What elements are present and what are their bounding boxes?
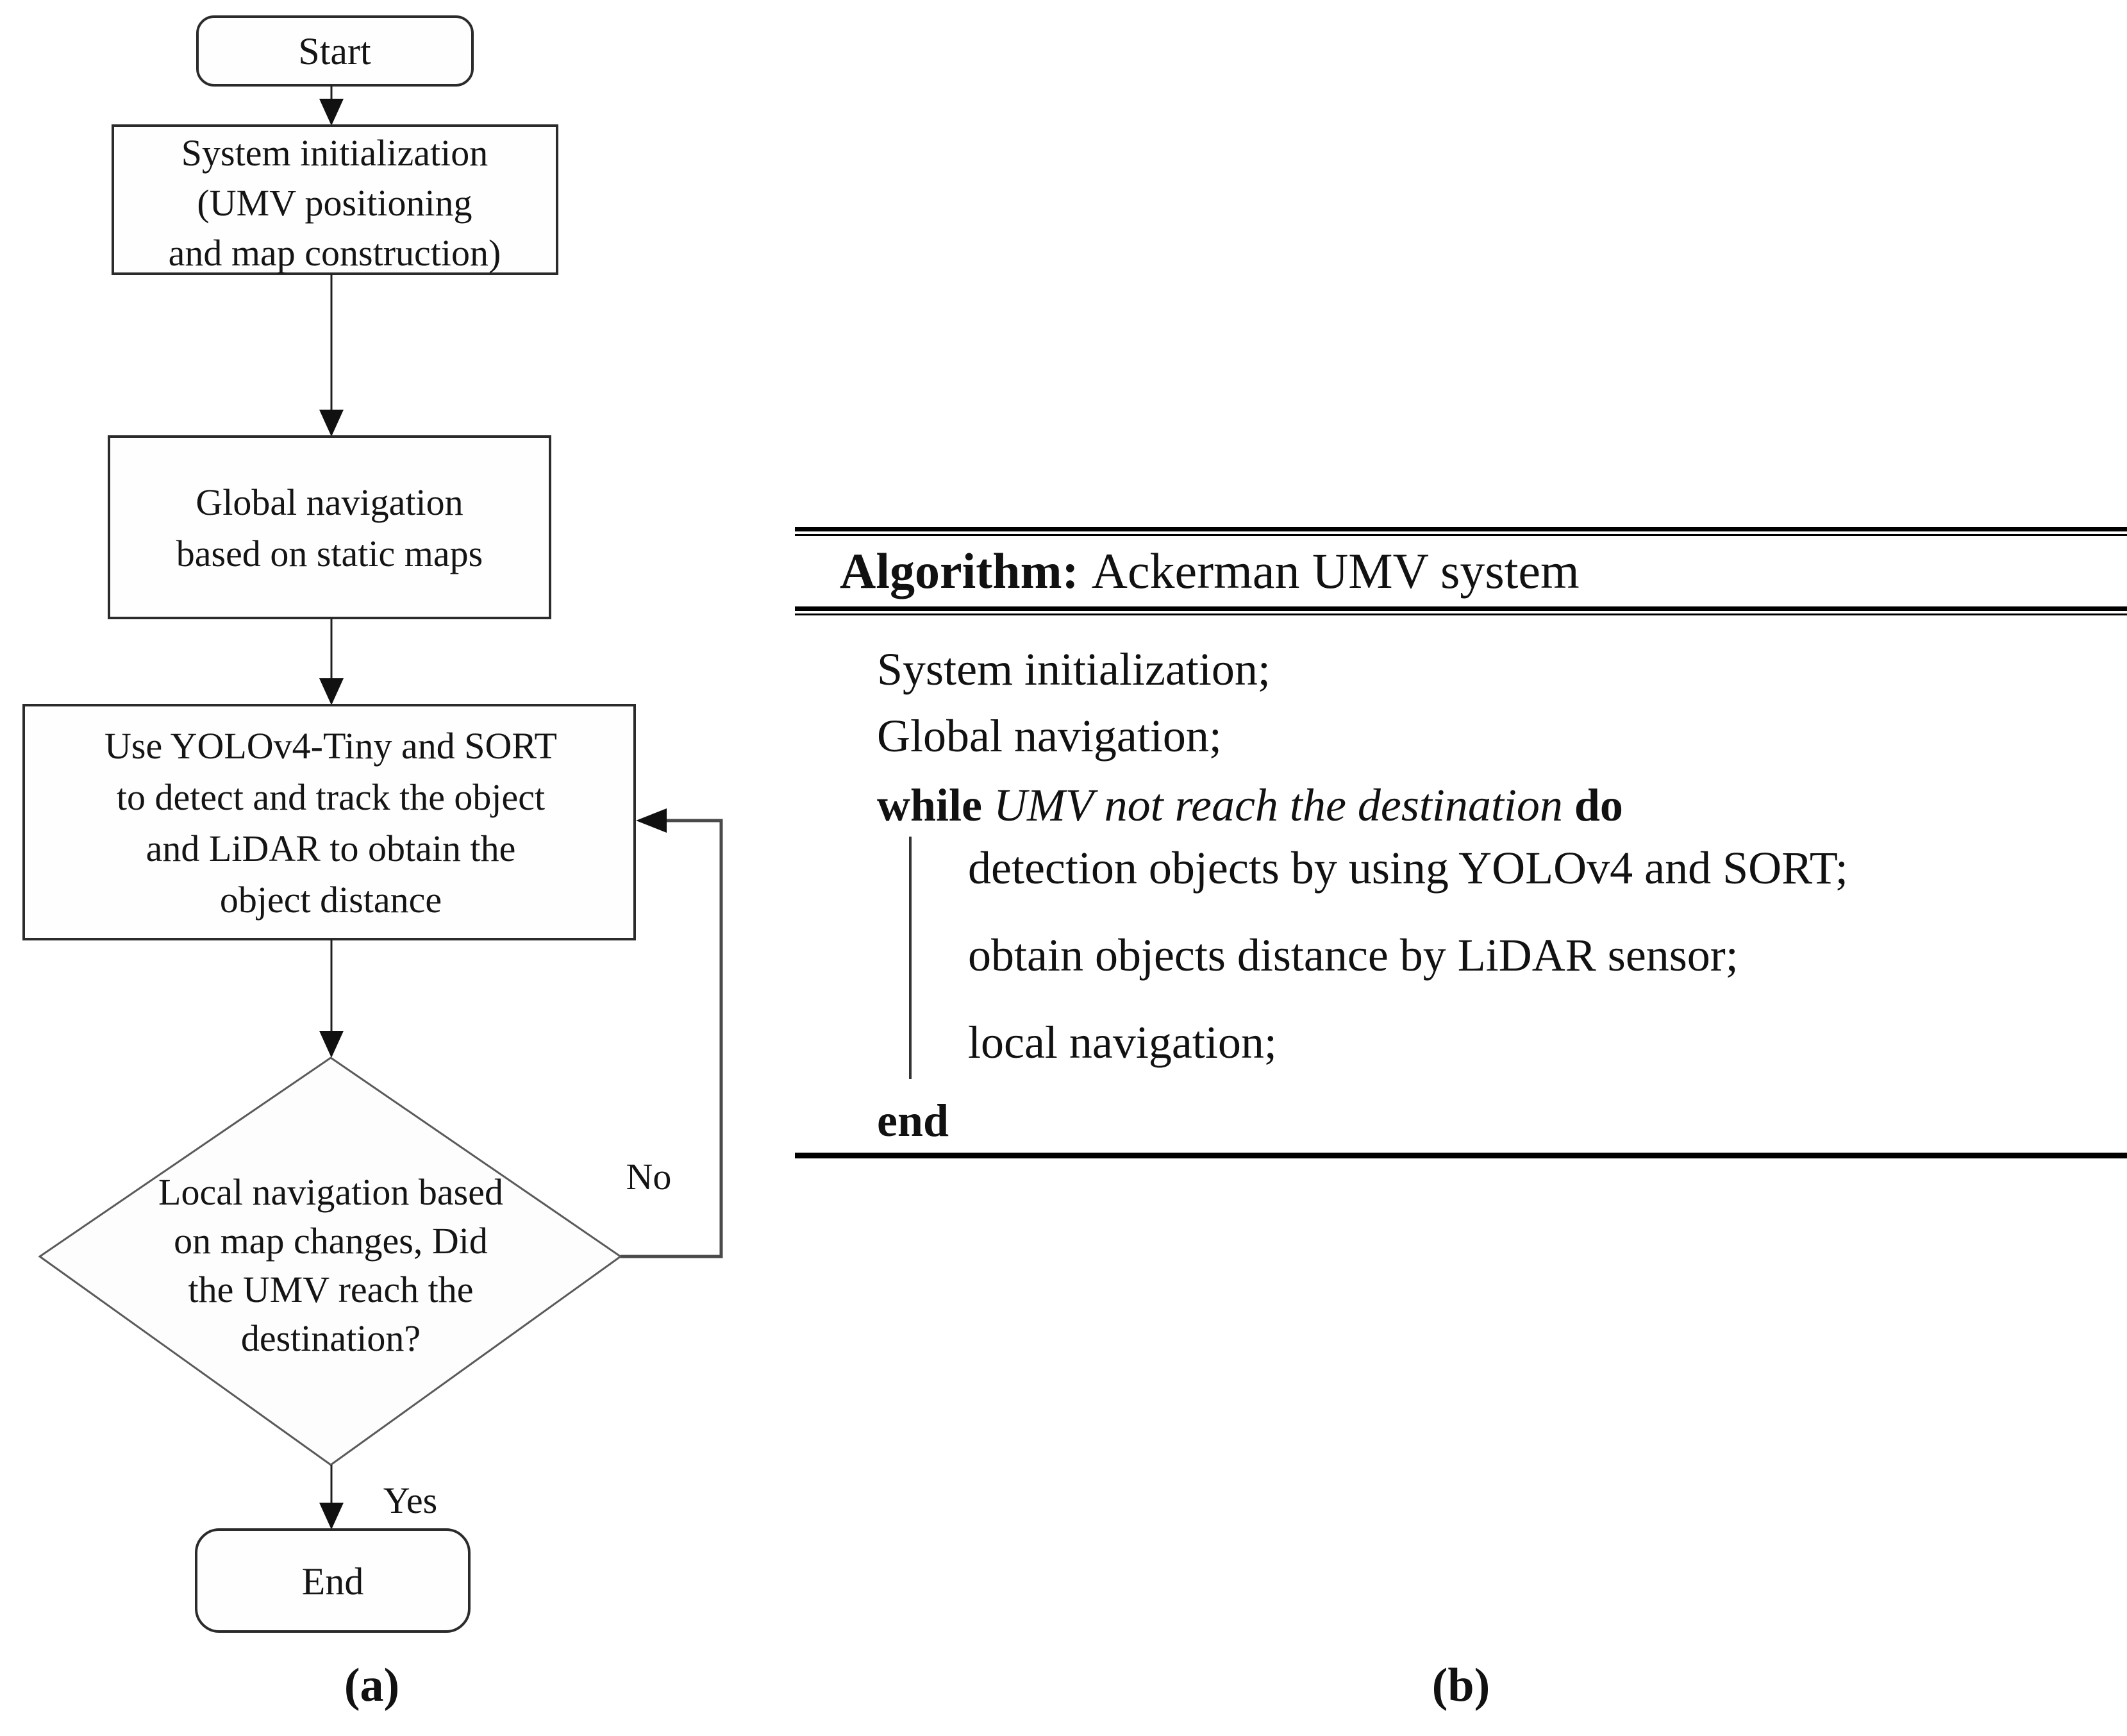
detect-track-line: to detect and track the object [117, 776, 545, 818]
detect-track-line: object distance [220, 879, 442, 921]
system-init-line: (UMV positioning [197, 182, 472, 224]
arrowhead-down-icon [319, 1031, 344, 1058]
statement-detection: detection objects by using YOLOv4 and SO… [968, 842, 1848, 894]
algorithm-header: Algorithm:Ackerman UMV system [840, 546, 1580, 596]
statement-end: end [877, 1095, 949, 1146]
global-nav-node [108, 435, 551, 619]
rule-bar [795, 606, 2127, 611]
arrowhead-down-icon [319, 410, 344, 437]
while-keyword: while [877, 780, 983, 831]
start-label: Start [298, 30, 371, 72]
do-keyword: do [1574, 780, 1623, 831]
algorithm-panel: Algorithm:Ackerman UMV system System ini… [795, 0, 2127, 1736]
algorithm-mid-rule [795, 606, 2127, 615]
statement-local-nav: local navigation; [968, 1017, 1277, 1068]
detect-track-node [22, 704, 636, 940]
statement-obtain-distance: obtain objects distance by LiDAR sensor; [968, 930, 1739, 981]
decision-line: Local navigation based [158, 1171, 503, 1213]
system-init-line: System initialization [181, 132, 488, 174]
while-condition: UMV not reach the destination [994, 780, 1563, 831]
rule-bar [795, 534, 2127, 536]
end-node [195, 1528, 471, 1633]
statement-system-init: System initialization; [877, 644, 1271, 695]
system-init-line: and map construction) [169, 232, 501, 274]
start-node [196, 15, 474, 87]
decision-line: on map changes, Did [174, 1220, 488, 1262]
end-label: End [302, 1560, 364, 1603]
global-nav-line: Global navigation [196, 481, 463, 523]
no-loop-connector [621, 819, 723, 1258]
algorithm-title: Ackerman UMV system [1091, 543, 1580, 599]
decision-line: destination? [241, 1317, 421, 1359]
algorithm-keyword: Algorithm: [840, 543, 1079, 599]
rule-bar [795, 1153, 2127, 1158]
arrowhead-down-icon [319, 678, 344, 705]
flowchart: Start System initialization (UMV positio… [22, 15, 723, 1633]
statement-global-nav: Global navigation; [877, 710, 1222, 762]
caption-b: (b) [1431, 1659, 1490, 1712]
global-nav-line: based on static maps [176, 533, 483, 574]
arrowhead-down-icon [319, 99, 344, 126]
caption-a: (a) [344, 1659, 400, 1712]
arrowhead-left-icon [636, 808, 667, 833]
rule-bar [795, 613, 2127, 615]
detect-track-line: and LiDAR to obtain the [146, 828, 516, 869]
algorithm-top-rule [795, 527, 2127, 536]
rule-bar [795, 527, 2127, 531]
while-block-rule [909, 837, 912, 1079]
detect-track-line: Use YOLOv4-Tiny and SORT [104, 725, 557, 767]
algorithm-bottom-rule [795, 1153, 2127, 1158]
system-init-node [112, 124, 558, 275]
yes-label: Yes [383, 1480, 437, 1521]
decision-line: the UMV reach the [188, 1269, 473, 1310]
arrowhead-down-icon [319, 1503, 344, 1530]
no-label: No [626, 1156, 672, 1198]
